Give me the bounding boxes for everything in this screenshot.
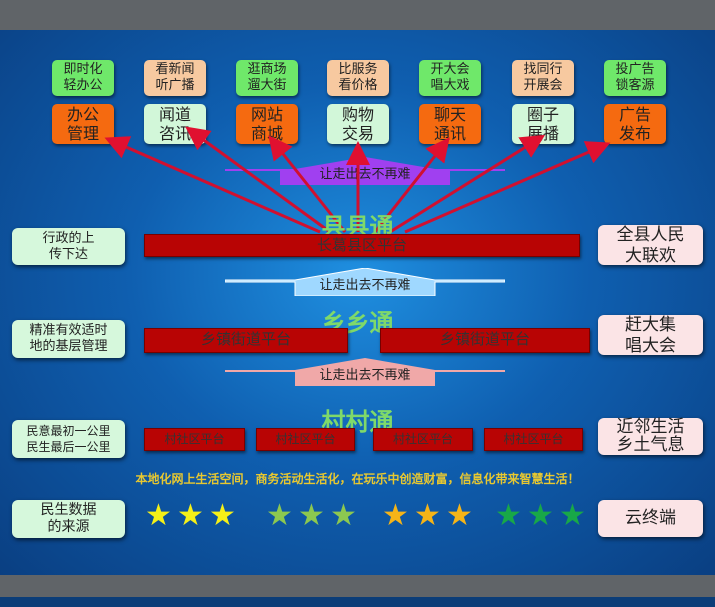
county-left-label: 行政的上 传下达 [12,228,125,265]
service-mall[interactable]: 网站 商城 [236,104,298,144]
top-label: 找同行 开展会 [512,60,574,96]
town-platform[interactable]: 乡镇街道平台 [144,328,348,353]
star-icon: ★ [414,498,441,533]
county-right-label: 全县人民 大联欢 [598,225,703,266]
up-arrow-banner-purple: 让走出去不再难 [225,157,505,185]
top-label: 比服务 看价格 [327,60,389,96]
town-right-label: 赶大集 唱大会 [598,315,703,356]
banner-text: 让走出去不再难 [319,278,411,293]
star-icon: ★ [495,498,522,533]
star-icon: ★ [527,498,554,533]
data-source-label: 民生数据 的来源 [12,500,125,538]
star-icon: ★ [145,498,172,533]
star-icon: ★ [298,498,325,533]
service-office[interactable]: 办公 管理 [52,104,114,144]
star-icon: ★ [266,498,293,533]
banner-text: 让走出去不再难 [319,368,411,383]
top-label: 即时化 轻办公 [52,60,114,96]
town-platform[interactable]: 乡镇街道平台 [380,328,590,353]
top-label: 看新闻 听广播 [144,60,206,96]
star-icon: ★ [559,498,586,533]
village-platform[interactable]: 村社区平台 [373,428,473,451]
town-left-label: 精准有效适时 地的基层管理 [12,320,125,358]
up-arrow-banner-pink: 让走出去不再难 [225,358,505,386]
star-icon: ★ [209,498,236,533]
village-platform[interactable]: 村社区平台 [484,428,583,451]
county-platform[interactable]: 长葛县区平台 [144,234,580,257]
star-icon: ★ [177,498,204,533]
village-left-label: 民意最初一公里 民生最后一公里 [12,420,125,458]
star-icon: ★ [382,498,409,533]
village-right-label: 近邻生活 乡土气息 [598,418,703,455]
service-ads[interactable]: 广告 发布 [604,104,666,144]
star-icon: ★ [330,498,357,533]
top-label: 逛商场 遛大街 [236,60,298,96]
banner-text: 让走出去不再难 [319,167,411,182]
top-label: 开大会 唱大戏 [419,60,481,96]
service-circle[interactable]: 圈子 展播 [512,104,574,144]
village-platform[interactable]: 村社区平台 [144,428,245,451]
slogan: 本地化网上生活空间，商务活动生活化，在玩乐中创造财富，信息化带来智慧生活！ [135,472,580,486]
village-platform[interactable]: 村社区平台 [256,428,355,451]
cloud-terminal-label: 云终端 [598,500,703,537]
star-icon: ★ [446,498,473,533]
up-arrow-banner-blue: 让走出去不再难 [224,267,506,297]
top-bar [0,0,715,30]
top-label: 投广告 锁客源 [604,60,666,96]
bottom-bar [0,575,715,597]
service-shopping[interactable]: 购物 交易 [327,104,389,144]
